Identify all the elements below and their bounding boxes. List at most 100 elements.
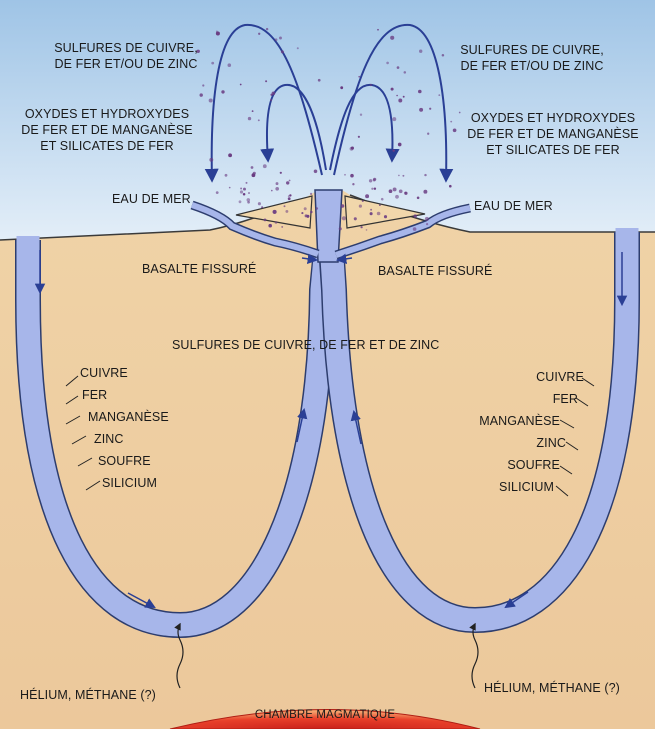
element-cuivre: CUIVRE — [536, 370, 584, 384]
tick-fer-left — [65, 395, 79, 405]
particle-dot — [228, 153, 233, 158]
particle-dot — [208, 98, 213, 103]
particle-dot — [398, 98, 403, 103]
element-manganese: MANGANÈSE — [479, 414, 560, 428]
particle-dot — [257, 202, 261, 206]
particle-dot — [419, 49, 423, 53]
label-line: DE FER ET/OU DE ZINC — [54, 57, 198, 71]
particle-dot — [211, 61, 215, 65]
particle-dot — [341, 216, 346, 221]
particle-dot — [386, 61, 389, 65]
particle-dot — [283, 205, 286, 208]
particle-dot — [274, 38, 278, 42]
element-soufre: SOUFRE — [98, 454, 151, 468]
gas-arrow-left — [174, 622, 184, 689]
tick-cuivre-right — [581, 377, 595, 387]
particle-dot — [372, 178, 376, 182]
particle-dot — [380, 197, 384, 201]
particle-dot — [313, 169, 318, 174]
particle-dot — [271, 189, 273, 192]
particle-dot — [353, 217, 357, 221]
label-oxides-left: OXYDES ET HYDROXYDES DE FER ET DE MANGAN… — [2, 106, 212, 154]
particle-dot — [359, 113, 363, 116]
right-infiltration-crack-fill — [335, 205, 471, 258]
right-circulation-fill — [320, 228, 639, 632]
particle-dot — [265, 80, 268, 83]
particle-dot — [265, 27, 269, 31]
flow-arrow-left-top — [301, 253, 319, 265]
element-fer: FER — [552, 392, 578, 406]
basalt-block-right — [344, 195, 426, 229]
element-ticks-left — [65, 375, 101, 491]
element-manganese: MANGANÈSE — [88, 410, 169, 424]
tick-manganese-right — [559, 419, 575, 429]
label-gases-right: HÉLIUM, MÉTHANE (?) — [484, 681, 620, 695]
tick-zinc-left — [71, 435, 87, 445]
particle-dot — [438, 94, 441, 97]
element-zinc: ZINC — [536, 436, 566, 450]
particle-dot — [392, 117, 397, 122]
particle-dot — [240, 187, 243, 190]
particle-dot — [423, 189, 428, 194]
tick-manganese-left — [65, 415, 81, 425]
particle-dot — [238, 200, 242, 204]
element-ticks-right — [555, 377, 595, 497]
label-basalt-left: BASALTE FISSURÉ — [142, 262, 257, 276]
tick-silicium-left — [85, 480, 101, 491]
particle-dot — [257, 119, 260, 122]
sea-region — [0, 0, 655, 240]
flow-arrow-right-up — [350, 409, 362, 445]
particle-dot — [397, 142, 402, 147]
particle-dot — [242, 193, 246, 196]
particle-dot — [275, 182, 279, 186]
particle-dot — [424, 173, 427, 177]
particle-dot — [279, 36, 282, 40]
tick-soufre-left — [77, 457, 93, 467]
particle-dot — [199, 93, 203, 97]
particle-dot — [392, 149, 395, 152]
particle-dot — [286, 181, 290, 185]
particle-dot — [338, 227, 342, 231]
plume-arrow-left-inner — [260, 83, 327, 171]
particle-dot — [373, 187, 377, 190]
particle-dot — [424, 216, 429, 221]
particle-dot — [344, 173, 346, 176]
particle-dot — [361, 200, 364, 203]
label-sulfides-right: SULFURES DE CUIVRE, DE FER ET/OU DE ZINC — [442, 42, 622, 74]
particle-dot — [215, 191, 219, 194]
tick-cuivre-left — [65, 375, 79, 387]
particle-dot — [215, 31, 220, 36]
particle-dot — [275, 186, 280, 191]
precipitate-particles — [196, 27, 461, 231]
particle-dot — [296, 47, 299, 50]
particle-dot — [368, 179, 373, 183]
particle-dot — [279, 171, 282, 174]
particle-dot — [358, 204, 362, 208]
plume-arrow-left-outer — [204, 23, 323, 183]
particle-dot — [289, 194, 292, 197]
magma-chamber — [169, 709, 481, 729]
particle-dot — [357, 135, 360, 138]
element-silicium: SILICIUM — [499, 480, 554, 494]
tick-silicium-right — [555, 485, 569, 497]
particle-dot — [416, 196, 420, 200]
particle-dot — [390, 87, 394, 91]
particle-dot — [228, 186, 231, 189]
particle-dot — [221, 90, 225, 94]
particle-dot — [263, 218, 267, 222]
particle-dot — [261, 206, 264, 209]
label-line: DE FER ET/OU DE ZINC — [460, 59, 604, 73]
particle-dot — [215, 30, 218, 33]
particle-dot — [412, 227, 417, 231]
particle-dot — [306, 214, 310, 218]
particle-dot — [271, 91, 276, 96]
label-line: OXYDES ET HYDROXYDES — [470, 111, 636, 125]
particle-dot — [358, 75, 361, 78]
flow-arrow-right-bottom — [504, 591, 529, 609]
particle-dot — [274, 221, 278, 224]
particle-dot — [251, 110, 254, 112]
particle-dot — [449, 184, 452, 188]
particle-dot — [280, 50, 284, 54]
label-seawater-right: EAU DE MER — [474, 199, 553, 213]
